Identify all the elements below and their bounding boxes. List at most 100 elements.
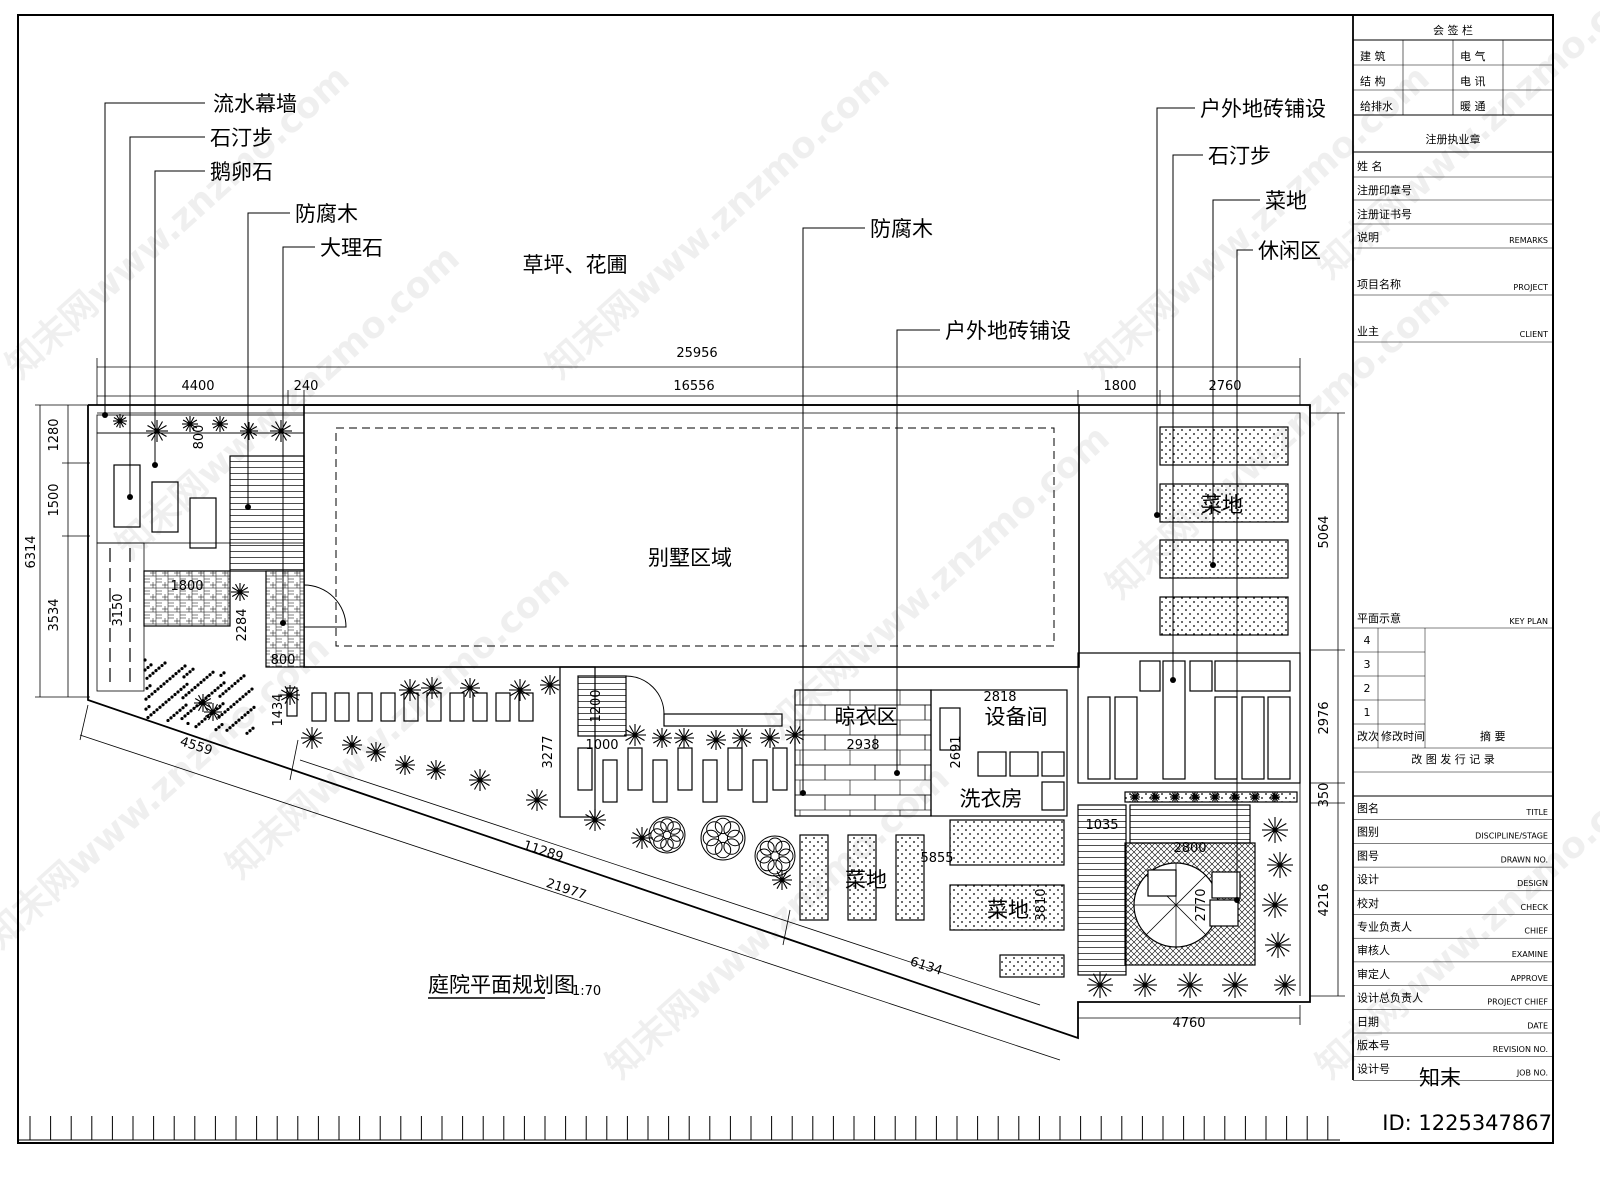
plant-symbols — [113, 414, 1296, 998]
tb-row-en-2: DRAWN NO. — [1501, 855, 1548, 864]
room-veg-bottom-2: 菜地 — [987, 898, 1029, 922]
tb-discipline-b-1: 电 讯 — [1460, 75, 1486, 88]
drawing-scale: 1:70 — [572, 984, 601, 999]
tb-stamp-field-2: 注册证书号 — [1357, 207, 1412, 221]
callout-right-1: 石汀步 — [1208, 144, 1271, 168]
drawing-title: 庭院平面规划图 — [428, 973, 575, 997]
tb-row-en-4: CHECK — [1521, 903, 1549, 912]
tb-stamp-field-0: 姓 名 — [1357, 159, 1383, 173]
callout-left-0: 流水幕墙 — [213, 92, 297, 116]
dim-right-0: 5064 — [1317, 515, 1332, 548]
dim-inner-14: 1035 — [1085, 818, 1118, 833]
dim-top-4: 2760 — [1208, 379, 1241, 394]
dim-inner-16: 2770 — [1194, 888, 1209, 921]
dim-inner-1: 1800 — [170, 579, 203, 594]
callout-mid-1: 户外地砖铺设 — [945, 319, 1071, 343]
site-boundary — [87, 404, 1311, 1040]
watermark-id: ID: 1225347867 — [1382, 1111, 1552, 1135]
tb-row-en-1: DISCIPLINE/STAGE — [1475, 832, 1548, 841]
dim-left-2: 6314 — [24, 535, 39, 568]
tb-row-en-3: DESIGN — [1517, 879, 1548, 888]
room-laundry: 洗衣房 — [960, 787, 1023, 811]
dim-top-1: 240 — [294, 379, 319, 394]
dim-right-3: 4216 — [1317, 883, 1332, 916]
watermark-logo: 知末 — [1419, 1066, 1461, 1090]
scale-ruler — [18, 1116, 1340, 1141]
leader-lines — [102, 102, 1260, 999]
dim-inner-2: 3150 — [111, 593, 126, 626]
dim-left-0: 1280 — [47, 418, 62, 451]
tb-row-en-11: JOB NO. — [1516, 1069, 1548, 1078]
tb-row-cn-7: 审定人 — [1357, 967, 1390, 981]
dim-inner-12: 5855 — [920, 851, 953, 866]
tb-rev-summary: 摘 要 — [1480, 729, 1506, 743]
tb-keyplan-en: KEY PLAN — [1509, 617, 1548, 626]
tb-row-en-9: DATE — [1527, 1021, 1548, 1030]
tb-project-cn: 项目名称 — [1357, 277, 1401, 291]
lawn-label: 草坪、花圃 — [523, 253, 628, 277]
tb-row-cn-3: 设计 — [1357, 873, 1379, 886]
dim-inner-6: 1200 — [589, 689, 604, 722]
dim-top-3: 1800 — [1103, 379, 1136, 394]
tb-row-cn-2: 图号 — [1357, 849, 1379, 862]
title-block — [1352, 15, 1553, 1081]
tb-row-en-5: CHIEF — [1524, 927, 1548, 936]
site-plan — [87, 404, 1311, 1040]
watermark-2: 知末网www.znzmo.com — [539, 58, 898, 387]
dim-inner-13: 3810 — [1034, 888, 1049, 921]
tb-row-cn-8: 设计总负责人 — [1357, 991, 1423, 1005]
dim-total-width: 25956 — [676, 346, 717, 361]
room-veg-bottom-1: 菜地 — [845, 868, 887, 892]
dim-right-2: 350 — [1317, 783, 1332, 808]
tb-client-en: CLIENT — [1520, 330, 1548, 339]
text-layer: 别墅区域草坪、花圃庭院平面规划图1:70流水幕墙石汀步鹅卵石防腐木大理石防腐木户… — [24, 23, 1552, 1135]
dim-diag-2: 21977 — [544, 876, 588, 903]
room-veg-right: 菜地 — [1201, 493, 1243, 517]
dim-right-1: 2976 — [1317, 701, 1332, 734]
tb-row-cn-1: 图别 — [1357, 826, 1379, 839]
tb-rev-no: 改次 — [1357, 729, 1379, 743]
tb-rev-record: 改 图 发 行 记 录 — [1411, 752, 1494, 766]
dim-inner-7: 1000 — [585, 738, 618, 753]
dim-left-1: 1500 — [47, 483, 62, 516]
tb-stamp-field-1: 注册印章号 — [1357, 183, 1412, 197]
dim-bottom-right: 4760 — [1172, 1016, 1205, 1031]
callout-left-3: 防腐木 — [295, 202, 358, 226]
room-equipment: 设备间 — [985, 705, 1048, 729]
villa-label: 别墅区域 — [648, 546, 732, 570]
callout-right-0: 户外地砖铺设 — [1200, 97, 1326, 121]
tb-row-en-6: EXAMINE — [1512, 950, 1548, 959]
watermark-10: 知末网www.znzmo.com — [0, 628, 338, 957]
dim-left-3: 3534 — [47, 598, 62, 631]
tb-revision-3: 1 — [1364, 706, 1371, 719]
dim-inner-3: 2284 — [235, 608, 250, 641]
dim-diag-1: 11289 — [521, 838, 565, 865]
dim-diag-3: 6134 — [908, 954, 944, 978]
tb-remarks-en: REMARKS — [1509, 236, 1548, 245]
tb-row-cn-4: 校对 — [1357, 896, 1379, 910]
tb-discipline-a-0: 建 筑 — [1360, 49, 1386, 63]
dim-inner-11: 2691 — [949, 735, 964, 768]
tb-revision-2: 2 — [1364, 682, 1371, 695]
tb-revision-0: 4 — [1364, 634, 1371, 647]
tb-row-cn-11: 设计号 — [1357, 1063, 1390, 1076]
callout-left-4: 大理石 — [320, 236, 383, 260]
dim-inner-5: 1434 — [271, 693, 286, 726]
dim-inner-9: 2818 — [983, 690, 1016, 705]
dimension-lines — [35, 358, 1345, 1061]
dim-inner-4: 800 — [271, 653, 296, 668]
tb-keyplan-cn: 平面示意 — [1357, 611, 1401, 625]
tb-discipline-b-0: 电 气 — [1460, 49, 1486, 63]
tb-row-en-8: PROJECT CHIEF — [1487, 998, 1548, 1007]
tb-row-en-7: APPROVE — [1511, 974, 1548, 983]
tb-revision-1: 3 — [1364, 658, 1371, 671]
tb-row-cn-5: 专业负责人 — [1357, 920, 1412, 934]
dim-inner-15: 2800 — [1173, 841, 1206, 856]
dim-top-2: 16556 — [673, 379, 714, 394]
tb-client-cn: 业主 — [1357, 325, 1379, 338]
tb-row-en-0: TITLE — [1525, 808, 1548, 817]
dim-inner-0: 800 — [192, 425, 207, 450]
tb-remarks-cn: 说明 — [1357, 230, 1379, 244]
